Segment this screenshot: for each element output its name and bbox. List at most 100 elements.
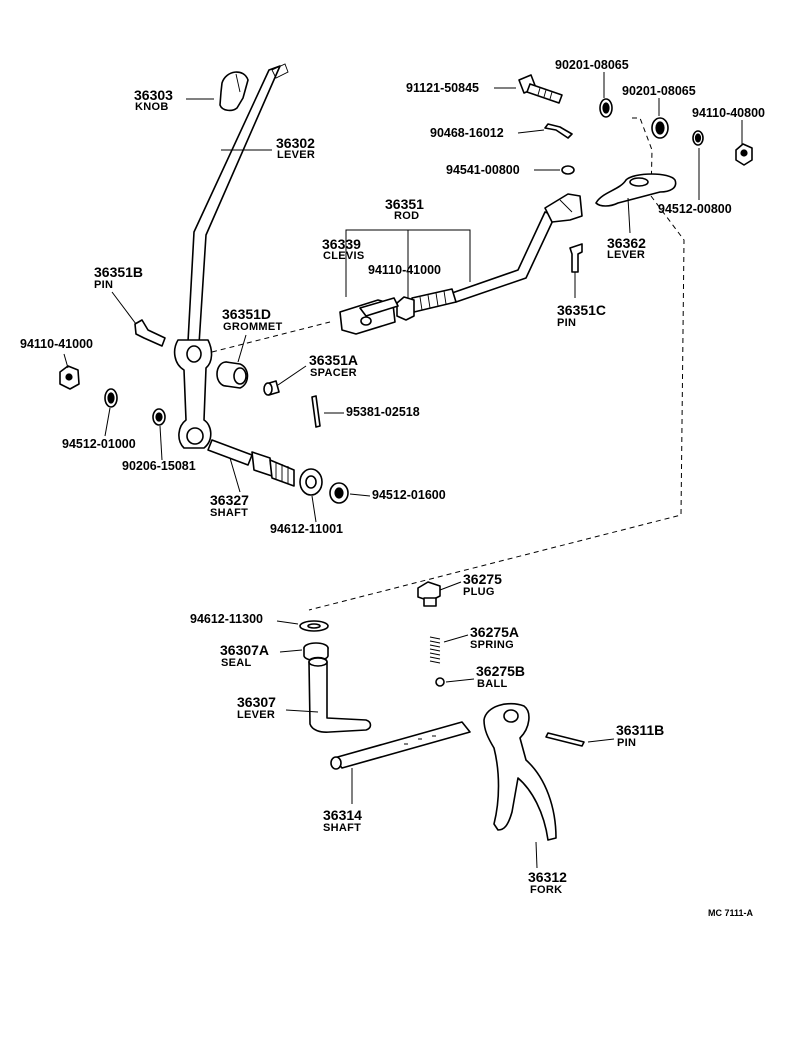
leader-36311b [587,738,615,743]
callout-94612-11001: 94612-11001 [270,522,343,536]
callout-36351b-number: 36351B [94,264,144,280]
leader-36351a [277,365,307,386]
washer-94612-11001-part [299,468,323,496]
washer-94612-11300-part [299,620,329,632]
leader-94512-01600 [349,493,371,497]
callout-36312-name: FORK [530,884,563,896]
leader-90206-15081 [159,425,163,461]
callout-36327-name: SHAFT [210,507,249,519]
callout-94612-11300: 94612-11300 [190,612,263,626]
callout-36339-name: CLEVIS [323,250,365,262]
callout-36302-name: LEVER [277,149,316,161]
callout-36351-number: 36351 [385,196,424,212]
callout-36327-number: 36327 [210,492,249,508]
leader-36307a [279,649,303,653]
callout-36351a-name: SPACER [310,367,357,379]
ball-part [435,677,445,687]
callout-94512-01600: 94512-01600 [372,488,446,502]
callout-90201-08065-b: 90201-08065 [622,84,696,98]
callout-36307-number: 36307 [237,694,276,710]
callout-91121-50845: 91121-50845 [406,81,479,95]
washer-90206-part [152,408,166,426]
callout-36275a-number: 36275A [470,624,520,640]
bolt-91121-part [518,74,563,104]
relay-lever-part [595,173,677,207]
callout-90201-08065-a: 90201-08065 [555,58,629,72]
callout-36307a-name: SEAL [221,657,252,669]
spacer-part [263,380,280,396]
leader-94612-11300 [276,620,299,625]
leader-36362 [627,197,631,234]
callout-36351a-number: 36351A [309,352,359,368]
leader-36327 [229,457,241,493]
callout-36311b-number: 36311B [616,722,665,738]
leader-36351b [111,291,137,325]
callout-36351b-name: PIN [94,279,114,291]
callout-36314-number: 36314 [323,807,362,823]
shaft-36314-part [330,721,471,770]
leader-90468-16012 [517,129,545,134]
leader-36312 [535,841,538,869]
callout-36275-name: PLUG [463,586,495,598]
callout-36351d-number: 36351D [222,306,272,322]
grommet-dashed-line [211,321,331,353]
callout-36307-name: LEVER [237,709,276,721]
callout-36275b-name: BALL [477,678,508,690]
washer-94541-part [561,165,575,175]
callout-90468-16012: 90468-16012 [430,126,504,140]
callout-36275b-number: 36275B [476,663,526,679]
spring-part [429,636,441,664]
callout-36339-number: 36339 [322,236,361,252]
pin-36351c-part [569,243,583,273]
callout-36351c-number: 36351C [557,302,607,318]
fork-part [483,702,557,841]
pin-36311b-part [545,732,585,747]
clevis-part [339,297,399,335]
callout-94512-00800: 94512-00800 [658,202,732,216]
callout-36275a-name: SPRING [470,639,514,651]
selector-lever-part [308,656,372,733]
callout-94110-40800: 94110-40800 [692,106,765,120]
linkage-dashed-line [308,117,685,611]
nut-94110-41000-a-part [396,296,415,321]
clip-90468-part [544,123,573,139]
leader-94512-01000 [104,407,111,437]
nut-94110-40800-part [735,143,753,166]
leader-36351d [237,334,247,363]
leader-94612-11001 [311,495,317,523]
callout-36362-name: LEVER [607,249,646,261]
plug-part [417,581,441,607]
washer-90201-a-part [599,98,613,118]
callout-36351-name: ROD [394,210,420,222]
leader-36275 [439,581,462,591]
callout-94512-01000: 94512-01000 [62,437,136,451]
callout-36302-number: 36302 [276,135,315,151]
callout-36311b-name: PIN [617,737,637,749]
lockwasher-94512-01000-part [104,388,118,408]
leader-36275a [443,634,469,643]
callout-36303-number: 36303 [134,87,173,103]
callout-36362-number: 36362 [607,235,646,251]
lockwasher-94512-00800-part [692,130,704,146]
pin-36351b-part [134,319,166,347]
grommet-part [216,361,249,389]
callout-36351d-name: GROMMET [223,321,283,333]
callout-36307a-number: 36307A [220,642,270,658]
shift-lever-part [173,63,289,449]
callout-90206-15081: 90206-15081 [122,459,196,473]
pin-95381-part [311,395,321,428]
leader-94110-41000-b [63,353,69,369]
leader-36307 [285,709,319,713]
callout-94110-41000-b: 94110-41000 [20,337,93,351]
knob-part [219,71,249,112]
leader-36275b [445,678,475,683]
shaft-36327-part [207,439,295,487]
callout-36314-name: SHAFT [323,822,362,834]
callout-94110-41000-a: 94110-41000 [368,263,441,277]
callout-36275-number: 36275 [463,571,502,587]
callout-36351c-name: PIN [557,317,577,329]
callout-36303-name: KNOB [135,101,169,113]
callout-36312-number: 36312 [528,869,567,885]
